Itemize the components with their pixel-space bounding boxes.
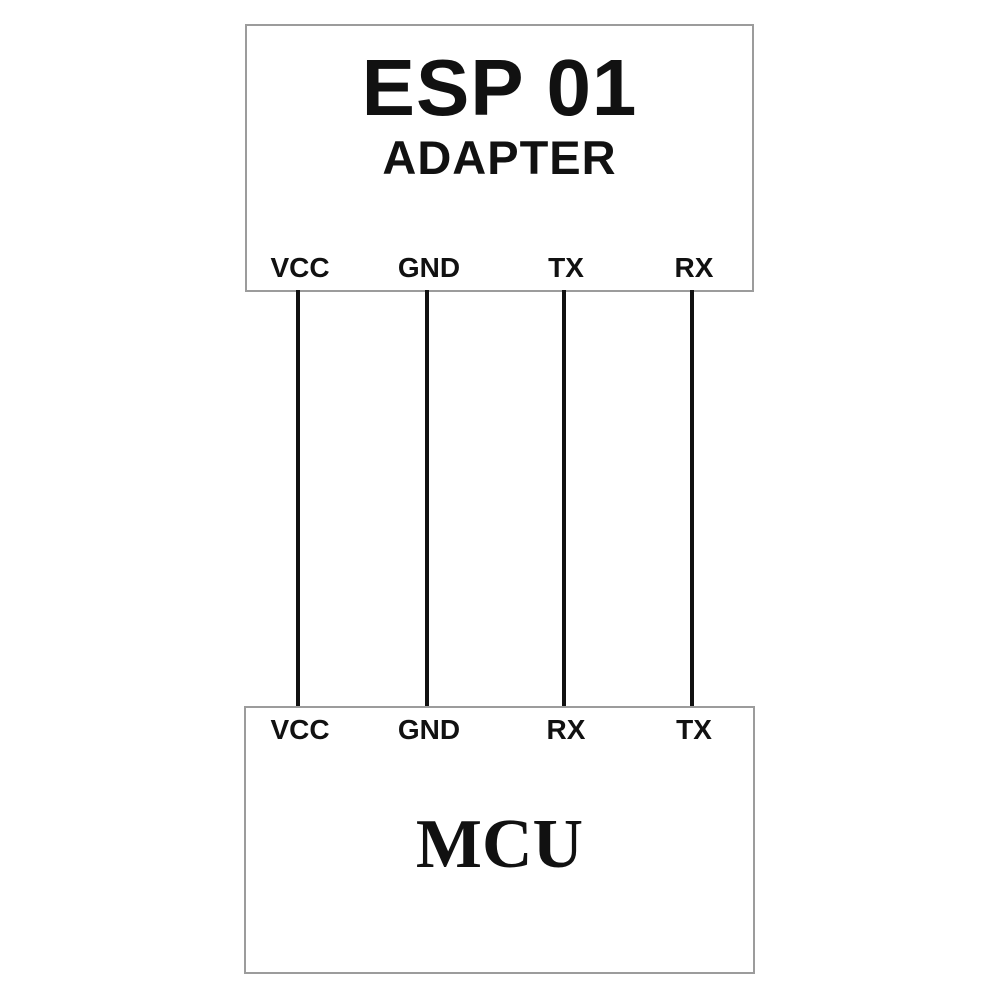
adapter-pin-gnd: GND: [397, 252, 461, 283]
mcu-title: MCU: [415, 806, 584, 883]
adapter-pin-tx: TX: [548, 252, 584, 283]
mcu-pin-vcc: VCC: [270, 714, 330, 745]
adapter-pin-vcc: VCC: [270, 252, 330, 283]
wire-vcc-to-vcc: [296, 290, 300, 708]
mcu-pin-gnd: GND: [397, 714, 461, 745]
mcu-box: VCC GND RX TX MCU: [244, 706, 755, 974]
wire-rx-to-tx: [690, 290, 694, 708]
mcu-pin-rx: RX: [546, 714, 586, 745]
esp01-adapter-box: ESP 01 ADAPTER VCC GND TX RX: [245, 24, 754, 292]
adapter-pin-rx: RX: [674, 252, 714, 283]
wire-gnd-to-gnd: [425, 290, 429, 708]
wire-tx-to-rx: [562, 290, 566, 708]
mcu-pin-tx: TX: [676, 714, 712, 745]
adapter-subtitle: ADAPTER: [382, 131, 617, 184]
adapter-title: ESP 01: [361, 43, 638, 132]
